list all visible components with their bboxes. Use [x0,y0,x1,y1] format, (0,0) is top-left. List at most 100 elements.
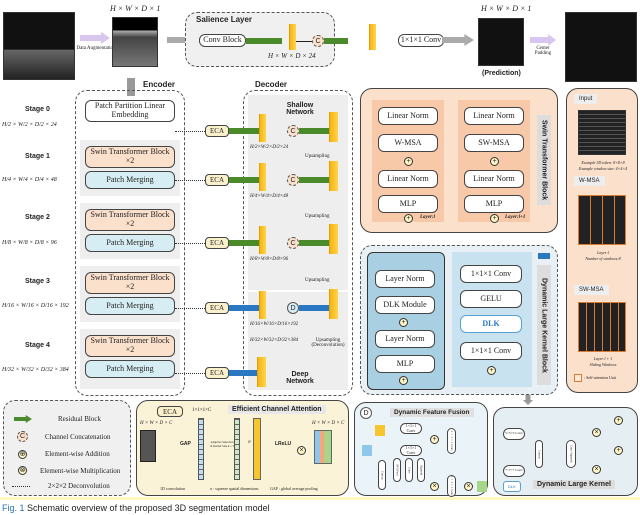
deep-arrow [299,305,329,311]
feature-map [369,24,376,50]
vec-dim-label: 1×1×1×C [192,408,212,413]
stage-dim: H/16 × W/16 × D/16 × 192 [2,303,69,309]
decoder-title: Decoder [255,80,288,89]
deep-label: Deep Network [286,371,314,385]
conv-block: Conv Block [199,34,246,47]
output-volume [565,12,637,82]
caption: Number of windows:8 [585,256,621,261]
eca-title: Efficient Channel Attention [228,405,326,414]
upsampling-label: Upsampling [305,154,330,159]
patch-merging-stage2: Patch Merging [85,234,175,252]
prediction-volume [478,18,524,66]
swin-block-title: Swin Transformer Block [537,115,551,205]
eca-footnote: 1D convolution [160,486,185,491]
shallow-label: Shallow Network [286,102,314,116]
upsampling-label: Upsampling [305,214,330,219]
upsampling-label: Upsampling [305,278,330,283]
skip-connection [175,243,205,244]
dlk-gray-arrow [523,395,533,405]
encoder-down-arrow [127,78,135,96]
feature-map [329,112,338,142]
multiply-icon: × [592,465,601,474]
deep-arrow [229,370,257,376]
residual-arrow [299,177,329,183]
residual-arrow [299,128,329,134]
dff-conv-vert: 1×1×1 Conv [447,428,456,454]
stage-label: Stage 1 [25,153,50,160]
swin-block-stage4: Swin Transformer Block ×2 [85,335,175,357]
add-icon: + [404,157,413,166]
add-icon: + [487,366,496,375]
add-icon: + [490,157,499,166]
dff-conv-small: Conv [405,458,413,482]
wmsa-block: W-MSA [378,134,438,152]
encoder-title: Encoder [143,80,176,89]
feature-map [329,224,338,254]
stage-label: Stage 4 [25,342,50,349]
mlp-block: MLP [375,355,435,373]
feature-map [329,289,338,319]
linear-norm: Linear Norm [464,107,524,125]
dlk-block: DLK [460,315,522,333]
stage-dim: H/2 × W/2 × D/2 × 24 [2,122,57,128]
feature-map [329,161,338,191]
output-feature-stack [314,430,332,464]
legend-label: 2×2×2 Deconvolution [48,482,110,490]
eca-block: ECA [205,367,229,379]
stage-label: Stage 2 [25,214,50,221]
residual-arrow [229,128,259,134]
f2-cube [362,445,372,456]
conv111-block: 1×1×1 Conv [460,342,522,360]
legend-label: : Self-attention Unit [584,375,616,380]
caption: Layer:l + 1 [593,356,613,361]
feature-map [257,357,266,387]
input-feature-stack [140,430,156,462]
swin-block-stage3: Swin Transformer Block ×2 [85,272,175,294]
linear-norm: Linear Norm [378,170,438,188]
caption-highlight [0,497,640,500]
dff-conv: 1×1×1 Conv [400,445,422,456]
legend-label: Channel Concatenation [45,433,111,441]
residual-arrow [229,177,259,183]
eca-block: ECA [205,174,229,186]
multiply-icon: ⊗ [18,466,27,475]
skip-connection [175,131,205,132]
swmsa-tag: SW-MSA [574,285,609,295]
layer-label: Layer:l [420,215,435,220]
dff-conv: 1×1×1 Conv [400,423,422,434]
swin-block-stage2: Swin Transformer Block ×2 [85,209,175,231]
patch-merging-stage3: Patch Merging [85,297,175,315]
augment-arrow [80,32,110,44]
dff-sigmoid: Sigmoid [417,458,425,482]
concat-node: C [287,125,299,137]
dlk-badge: DLK [503,481,521,492]
concat-node: C [312,35,324,47]
post-label: Center Padding [534,46,552,56]
add-icon: + [404,214,413,223]
dff-concat: Concat [378,460,386,490]
window-cube [578,195,626,245]
multiply-icon: × [592,428,601,437]
caption: Example window size: 4×4×4 [578,166,628,171]
layer-norm: Layer Norm [375,270,435,288]
stage-dim: H/8 × W/8 × D/8 × 96 [2,240,57,246]
dff-conv-vert: 1×1×1 Conv [447,475,456,497]
connector [296,41,312,42]
post-arrow [530,34,556,46]
feature-map [259,163,266,191]
deep-arrow [229,305,259,311]
sliding-window-cube [578,302,626,352]
multiply-icon: × [430,482,439,491]
residual-arrow [299,240,329,246]
feature-map [289,24,296,50]
add-icon: + [490,214,499,223]
patch-merging-stage4: Patch Merging [85,360,175,378]
skip-connection [175,373,205,374]
swin-block-stage1: Swin Transformer Block ×2 [85,146,175,168]
channel-vector [198,418,204,480]
layer-label: Layer:l+1 [505,215,526,220]
green-arrow-icon [14,415,32,423]
mlp-block: MLP [378,195,438,213]
dlk-block-title: Dynamic Large Kernel Block [537,265,551,385]
output-cube [477,481,487,492]
